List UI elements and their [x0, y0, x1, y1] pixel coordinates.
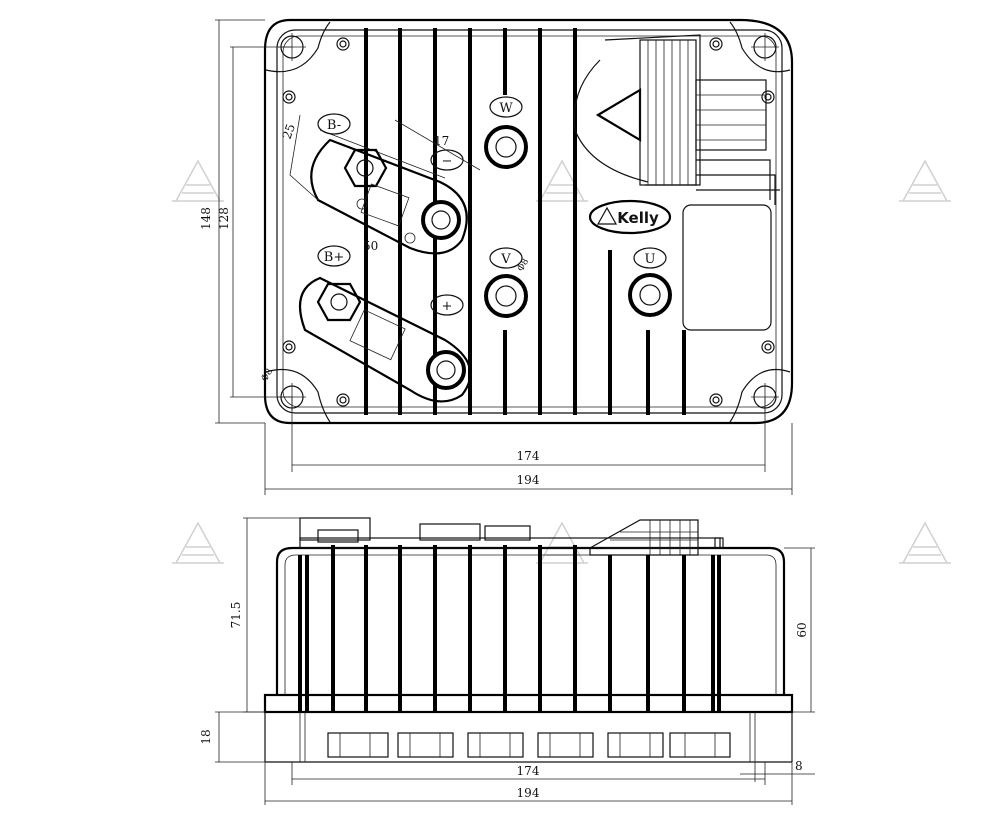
watermark-icon: [899, 521, 951, 564]
kelly-logo: Kelly: [588, 199, 672, 235]
top-view: B- B+ − + W V U Kelly: [199, 18, 794, 495]
dim-height-71-5: 71.5: [229, 602, 243, 629]
dim-side-width-174: 174: [517, 764, 540, 778]
dim-busbar-length: 50: [363, 239, 378, 253]
watermark-icon: [899, 159, 951, 202]
side-fins: [298, 545, 721, 712]
terminal-labels: B- B+ − + W V U: [317, 96, 667, 316]
lid-screws: [282, 37, 775, 407]
watermark-icons: [172, 159, 951, 564]
label-v: V: [500, 252, 511, 267]
dim-width-194: 194: [517, 473, 540, 487]
watermark-icon: [536, 159, 588, 202]
terminal-v: [484, 274, 528, 318]
terminal-u: [628, 273, 672, 317]
side-base-plate: [263, 693, 794, 714]
side-body: [275, 546, 786, 695]
watermark-icon: [172, 159, 224, 202]
watermark-icon: [536, 521, 588, 564]
top-dimensions: 148 128 174 194: [199, 19, 793, 495]
side-view: 71.5 18 60 174 194 8: [199, 517, 815, 805]
dim-foot-8: 8: [795, 759, 803, 773]
label-minus: −: [442, 154, 453, 169]
watermark-icon: [172, 521, 224, 564]
side-dimensions: 71.5 18 60 174 194 8: [199, 517, 815, 805]
corner-holes: [278, 33, 779, 411]
busbar-minus: [310, 129, 468, 255]
label-plus: +: [442, 299, 453, 314]
dim-terminal-hole: Φ8: [516, 257, 531, 274]
label-w: W: [499, 101, 513, 116]
dim-width-174: 174: [517, 449, 540, 463]
label-u: U: [645, 252, 656, 267]
lid-outline: [276, 29, 783, 414]
label-b-minus: B-: [327, 118, 341, 133]
phase-terminals: [484, 125, 672, 318]
terminal-w: [484, 125, 528, 169]
brand-logo-text: Kelly: [617, 209, 659, 227]
dim-busbar-small: 17: [434, 134, 449, 148]
dim-busbar-width: 25: [280, 122, 298, 141]
dim-height-18: 18: [199, 729, 213, 744]
dim-height-148: 148: [199, 207, 213, 230]
busbar-plus: [298, 276, 472, 403]
housing-outline: [263, 18, 794, 425]
dim-corner-hole: Φ8: [260, 367, 275, 384]
label-b-plus: B+: [324, 250, 344, 265]
dim-height-60: 60: [795, 622, 809, 637]
dim-height-128: 128: [217, 207, 231, 230]
connector-gland: [573, 34, 780, 331]
side-connectors: [327, 732, 731, 758]
dim-side-width-194: 194: [517, 786, 540, 800]
